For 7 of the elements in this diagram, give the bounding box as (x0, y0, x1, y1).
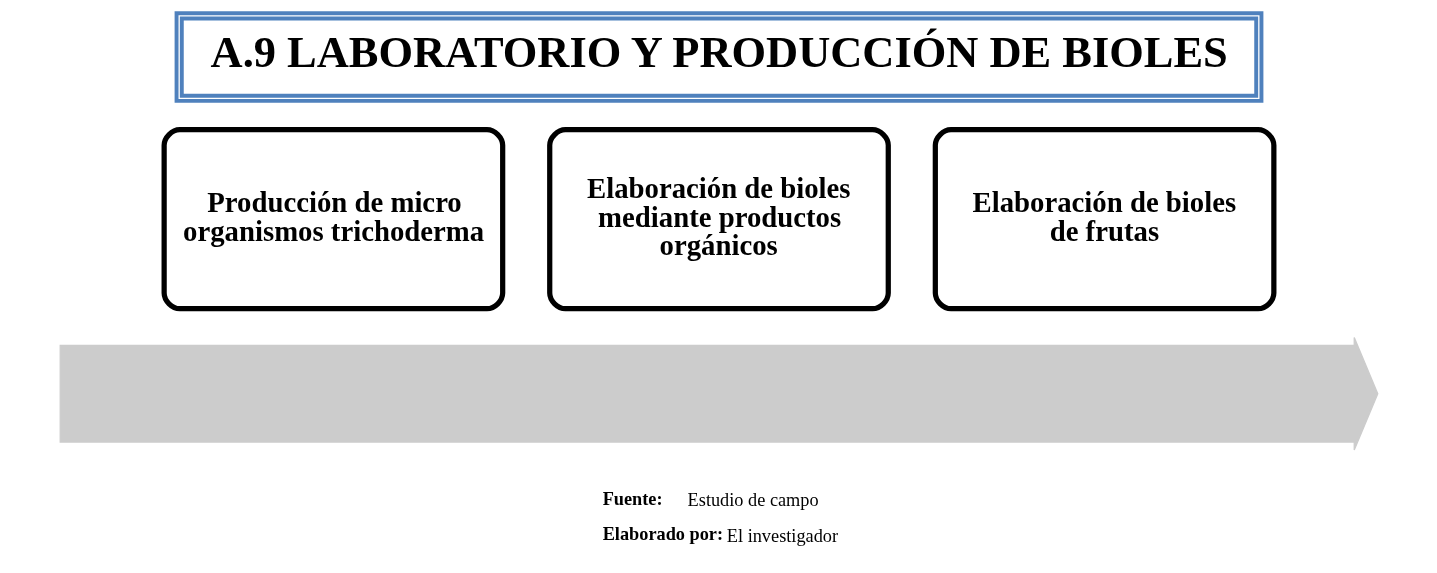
node-box: Elaboración de bioles de frutas (932, 127, 1276, 312)
node-arrow (59, 336, 1378, 451)
node-box: Producción de micro organismos trichoderma (161, 127, 505, 312)
node-box: A.9 LABORATORIO Y PRODUCCIÓN DE BIOLES (174, 11, 1263, 103)
label: Elaborado por: El investigador (602, 524, 838, 546)
node-box: Elaboración de bioles mediante productos orgánicos (546, 127, 891, 312)
label: Fuente: Estudio de campo (602, 489, 819, 511)
